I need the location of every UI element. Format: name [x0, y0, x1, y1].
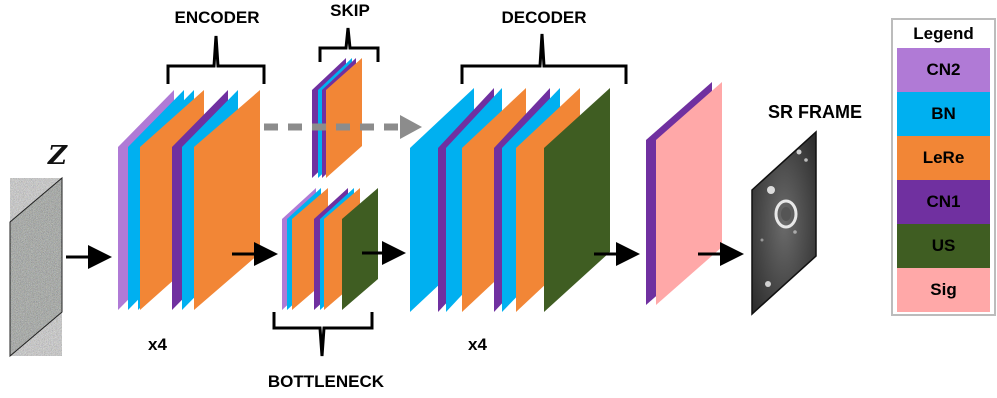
decoder-brace: [460, 33, 628, 84]
z-noise-input: [9, 176, 63, 358]
skip-brace: [318, 27, 380, 62]
bottleneck-label: BOTTLENECK: [268, 372, 385, 391]
legend-title: Legend: [913, 24, 974, 43]
encoder-block: [118, 90, 260, 310]
encoder-repeat-label: x4: [148, 335, 167, 354]
legend-item-sig: Sig: [897, 268, 990, 312]
legend-item-lere: LeRe: [897, 136, 990, 180]
bottleneck-brace: [272, 312, 374, 357]
skip-label: SKIP: [330, 1, 370, 20]
legend-item-cn1: CN1: [897, 180, 990, 224]
encoder-label: ENCODER: [174, 8, 259, 27]
output-layer-sig: [656, 82, 722, 305]
sr-frame-image: [751, 130, 817, 316]
sr-frame-label: SR FRAME: [768, 102, 862, 122]
output-block: [646, 82, 722, 305]
legend-item-us: US: [897, 224, 990, 268]
legend-item-bn: BN: [897, 92, 990, 136]
decoder-layer-us: [544, 88, 610, 312]
z-label: Z: [47, 141, 68, 171]
bottleneck-block: [282, 188, 378, 310]
legend-item-cn2: CN2: [897, 48, 990, 92]
legend-panel: Legend CN2 BN LeRe CN1 US Sig: [891, 18, 996, 316]
skip-arrowhead: [400, 115, 422, 139]
skip-block: [312, 58, 362, 178]
encoder-brace: [166, 35, 266, 84]
decoder-repeat-label: x4: [468, 335, 487, 354]
bottleneck-layer-us: [342, 188, 378, 310]
decoder-block: [410, 88, 610, 312]
skip-layer-lere: [326, 58, 362, 178]
decoder-label: DECODER: [501, 8, 586, 27]
